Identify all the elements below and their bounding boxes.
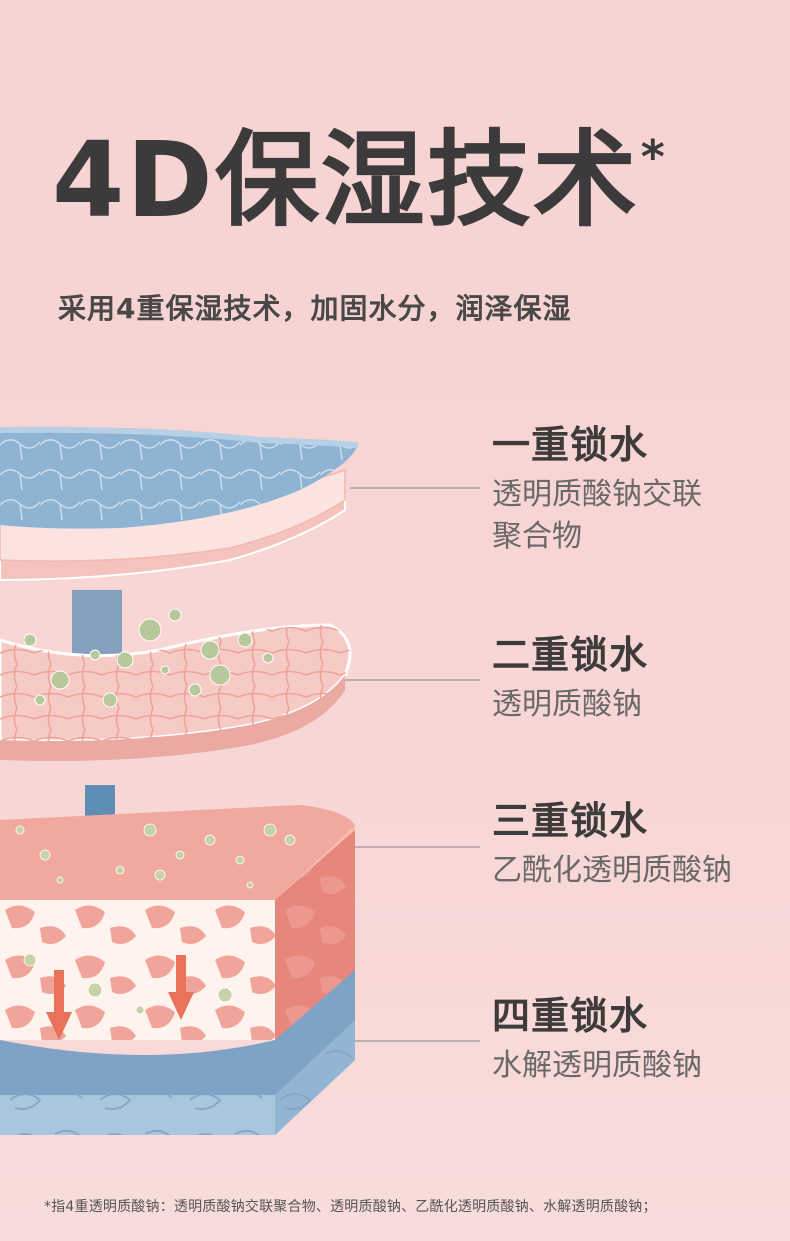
layer-4-shape xyxy=(0,970,355,1135)
layer-2-shape xyxy=(0,623,352,761)
skin-layers-illustration xyxy=(0,426,480,1135)
page-title: 4D保湿技术* xyxy=(52,128,667,232)
layer-4-desc: 水解透明质酸钠 xyxy=(492,1047,702,1083)
layer-2-desc: 透明质酸钠 xyxy=(492,686,642,722)
layer-label-2: 二重锁水 透明质酸钠 xyxy=(492,633,649,726)
layer-1-desc: 透明质酸钠交联 聚合物 xyxy=(492,474,702,558)
layer-1-title: 一重锁水 xyxy=(492,423,649,467)
bubbles-layer-2 xyxy=(23,608,274,708)
layer-3-title: 三重锁水 xyxy=(492,799,649,843)
layer-4-title: 四重锁水 xyxy=(492,994,649,1038)
arrow-orange-left xyxy=(46,970,72,1040)
title-asterisk: * xyxy=(640,130,667,184)
layer-1-shape xyxy=(0,426,359,582)
layer-label-3: 三重锁水 乙酰化透明质酸钠 xyxy=(492,799,732,892)
layer-1-desc-line-1: 透明质酸钠交联 xyxy=(492,476,702,512)
bubbles-layer-3 xyxy=(15,823,296,1026)
layer-label-1: 一重锁水 透明质酸钠交联 聚合物 xyxy=(492,423,702,558)
page-subtitle: 采用4重保湿技术，加固水分，润泽保湿 xyxy=(58,292,572,325)
layer-1-desc-line-2: 聚合物 xyxy=(492,518,582,554)
layer-2-title: 二重锁水 xyxy=(492,633,649,677)
arrow-orange-right xyxy=(168,955,194,1020)
leader-lines xyxy=(345,487,480,1042)
layer-3-desc: 乙酰化透明质酸钠 xyxy=(492,852,732,888)
title-main: 4D保湿技术 xyxy=(52,119,639,241)
footnote: *指4重透明质酸钠：透明质酸钠交联聚合物、透明质酸钠、乙酰化透明质酸钠、水解透明… xyxy=(44,1199,657,1215)
layer-label-4: 四重锁水 水解透明质酸钠 xyxy=(492,994,702,1087)
